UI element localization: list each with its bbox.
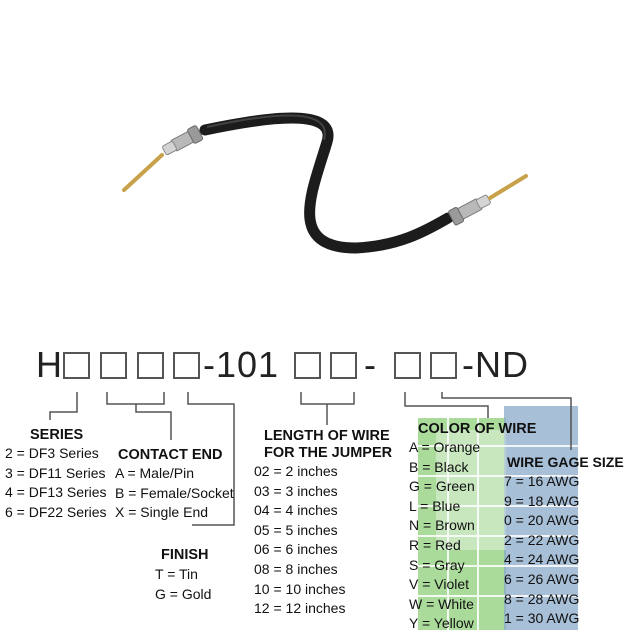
digikey-logo-watermark-icon (418, 406, 578, 630)
list-item: 06 = 6 inches (254, 541, 338, 558)
color-heading: COLOR OF WIRE (418, 421, 537, 437)
series-list: 2 = DF3 Series 3 = DF11 Series 4 = DF13 … (5, 444, 107, 522)
list-item: 4 = 24 AWG (504, 551, 580, 568)
list-item: R = Red (409, 536, 461, 553)
part-number-suffix: -ND (462, 344, 529, 385)
series-box (63, 352, 90, 379)
list-item: L = Blue (409, 497, 461, 514)
list-item: 9 = 18 AWG (504, 492, 580, 509)
list-item: N = Brown (409, 517, 475, 534)
finish-list: T = Tin G = Gold (155, 565, 211, 604)
length-heading-line2: FOR THE JUMPER (264, 445, 393, 461)
left-pin (122, 153, 164, 192)
list-item: 04 = 4 inches (254, 502, 338, 519)
list-item: Y = Yellow (409, 615, 474, 632)
color-list: A = Orange B = Black G = Green L = Blue … (409, 438, 480, 634)
list-item: 08 = 8 inches (254, 560, 338, 577)
list-item: G = Gold (155, 585, 212, 602)
list-item: B = Female/Socket (115, 484, 234, 501)
wire-cable (199, 112, 454, 254)
finish-heading: FINISH (161, 547, 209, 563)
list-item: 02 = 2 inches (254, 463, 338, 479)
jumper-wire-photo (122, 112, 528, 254)
list-item: 0 = 20 AWG (504, 512, 580, 529)
list-item: 1 = 30 AWG (504, 610, 580, 627)
length-list: 02 = 2 inches 03 = 3 inches 04 = 4 inche… (254, 462, 345, 619)
list-item: 2 = DF3 Series (5, 445, 99, 461)
list-item: A = Orange (409, 439, 481, 455)
list-item: A = Male/Pin (115, 465, 194, 481)
part-number-separator: - (364, 344, 377, 385)
list-item: S = Gray (409, 556, 465, 573)
list-item: 6 = DF22 Series (5, 503, 107, 520)
contact-end-box-1 (100, 352, 127, 379)
finish-box (173, 352, 200, 379)
left-connector (162, 125, 204, 156)
length-box-2 (330, 352, 357, 379)
right-pin (488, 174, 528, 200)
color-box (394, 352, 421, 379)
gage-heading: WIRE GAGE SIZE (507, 454, 624, 470)
list-item: 6 = 26 AWG (504, 570, 580, 587)
list-item: B = Black (409, 458, 469, 475)
part-number-middle: -101 (203, 344, 280, 385)
length-heading-line1: LENGTH OF WIRE (264, 428, 390, 444)
list-item: 05 = 5 inches (254, 521, 338, 538)
series-heading: SERIES (30, 427, 84, 443)
list-item: 03 = 3 inches (254, 482, 338, 499)
list-item: 12 = 12 inches (254, 600, 346, 617)
gage-box (430, 352, 457, 379)
list-item: G = Green (409, 478, 475, 495)
list-item: 8 = 28 AWG (504, 590, 580, 607)
list-item: 3 = DF11 Series (5, 464, 106, 481)
contact-end-heading: CONTACT END (118, 447, 223, 463)
part-number-prefix: H (36, 344, 63, 385)
list-item: T = Tin (155, 566, 198, 582)
list-item: W = White (409, 595, 474, 612)
length-box-1 (294, 352, 321, 379)
contact-end-list: A = Male/Pin B = Female/Socket X = Singl… (115, 464, 234, 523)
list-item: 10 = 10 inches (254, 580, 346, 597)
list-item: 7 = 16 AWG (504, 473, 580, 489)
list-item: 4 = DF13 Series (5, 484, 107, 501)
contact-end-box-2 (137, 352, 164, 379)
list-item: 2 = 22 AWG (504, 531, 580, 548)
list-item: V = Violet (409, 576, 470, 593)
list-item: X = Single End (115, 504, 209, 521)
gage-list: 7 = 16 AWG 9 = 18 AWG 0 = 20 AWG 2 = 22 … (504, 472, 579, 629)
